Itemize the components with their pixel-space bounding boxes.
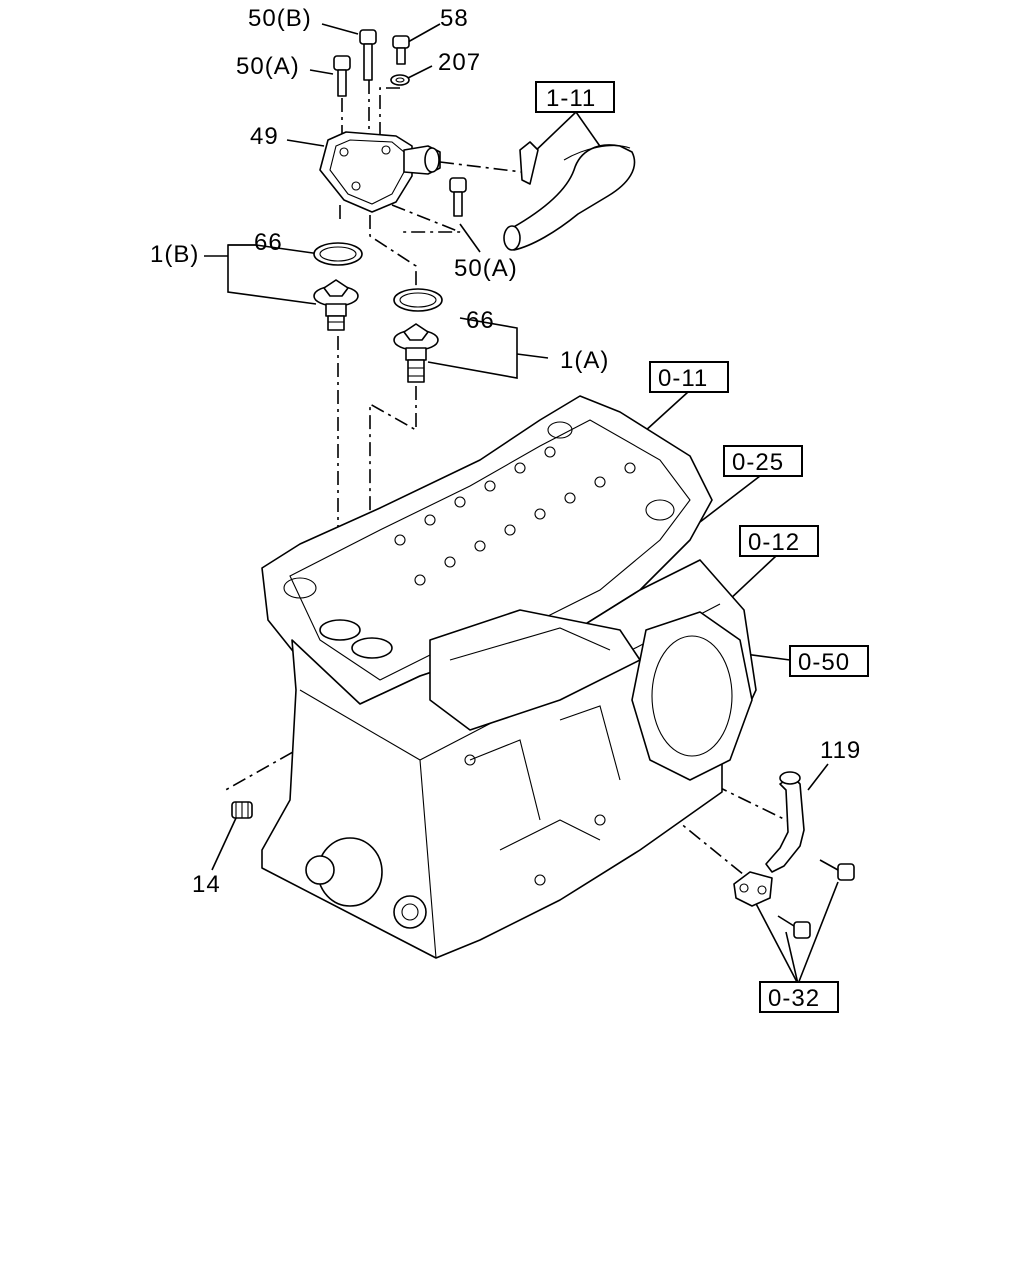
bolt-0-32-lower-icon xyxy=(777,915,811,939)
ref-label-0-11: 0-11 xyxy=(658,365,708,392)
ref-label-0-32: 0-32 xyxy=(768,985,820,1012)
ref-box-0-25: 0-25 xyxy=(723,445,803,477)
bolt-50b-icon xyxy=(359,29,377,81)
water-pipe-119-icon xyxy=(733,771,805,907)
callout-119: 119 xyxy=(820,737,861,764)
gasket-66-left-icon xyxy=(313,242,363,266)
bolt-50a-top-icon xyxy=(333,55,351,97)
gasket-66-right-icon xyxy=(393,288,443,312)
callout-1a: 1(A) xyxy=(560,347,609,374)
thermostat-1a-icon xyxy=(393,323,439,383)
callout-58: 58 xyxy=(440,5,469,32)
thermostat-1b-icon xyxy=(313,279,359,331)
ref-box-0-12: 0-12 xyxy=(739,525,819,557)
reference-boxes: 1-11 0-11 0-25 0-12 0-50 0-32 xyxy=(535,81,869,1013)
bolt-50a-right-icon xyxy=(449,177,467,217)
thermostat-housing-icon xyxy=(319,131,441,213)
callout-50a-top: 50(A) xyxy=(236,53,300,80)
ref-box-0-32: 0-32 xyxy=(759,981,839,1013)
ref-box-0-11: 0-11 xyxy=(649,361,729,393)
callout-66-right: 66 xyxy=(466,307,495,334)
bolt-58-icon xyxy=(392,35,410,65)
plug-14-icon xyxy=(231,801,253,819)
callout-1b: 1(B) xyxy=(150,241,199,268)
callout-50a-right: 50(A) xyxy=(454,255,518,282)
ref-label-0-25: 0-25 xyxy=(732,449,784,476)
bolt-0-32-upper-icon xyxy=(819,859,855,881)
callout-labels: 50(B) 58 50(A) 207 49 50(A) 66 1(B) 66 1… xyxy=(150,5,861,898)
callout-49: 49 xyxy=(250,123,279,150)
callout-14: 14 xyxy=(192,871,221,898)
ref-box-1-11: 1-11 xyxy=(535,81,615,113)
ref-label-0-50: 0-50 xyxy=(798,649,850,676)
callout-50b: 50(B) xyxy=(248,5,312,32)
washer-207-icon xyxy=(390,74,410,86)
callout-207: 207 xyxy=(438,49,481,76)
engine-block-icon xyxy=(261,395,757,959)
ref-label-0-12: 0-12 xyxy=(748,529,800,556)
water-hose-icon xyxy=(503,141,636,251)
ref-label-1-11: 1-11 xyxy=(546,85,596,112)
callout-66-left: 66 xyxy=(254,229,283,256)
ref-box-0-50: 0-50 xyxy=(789,645,869,677)
